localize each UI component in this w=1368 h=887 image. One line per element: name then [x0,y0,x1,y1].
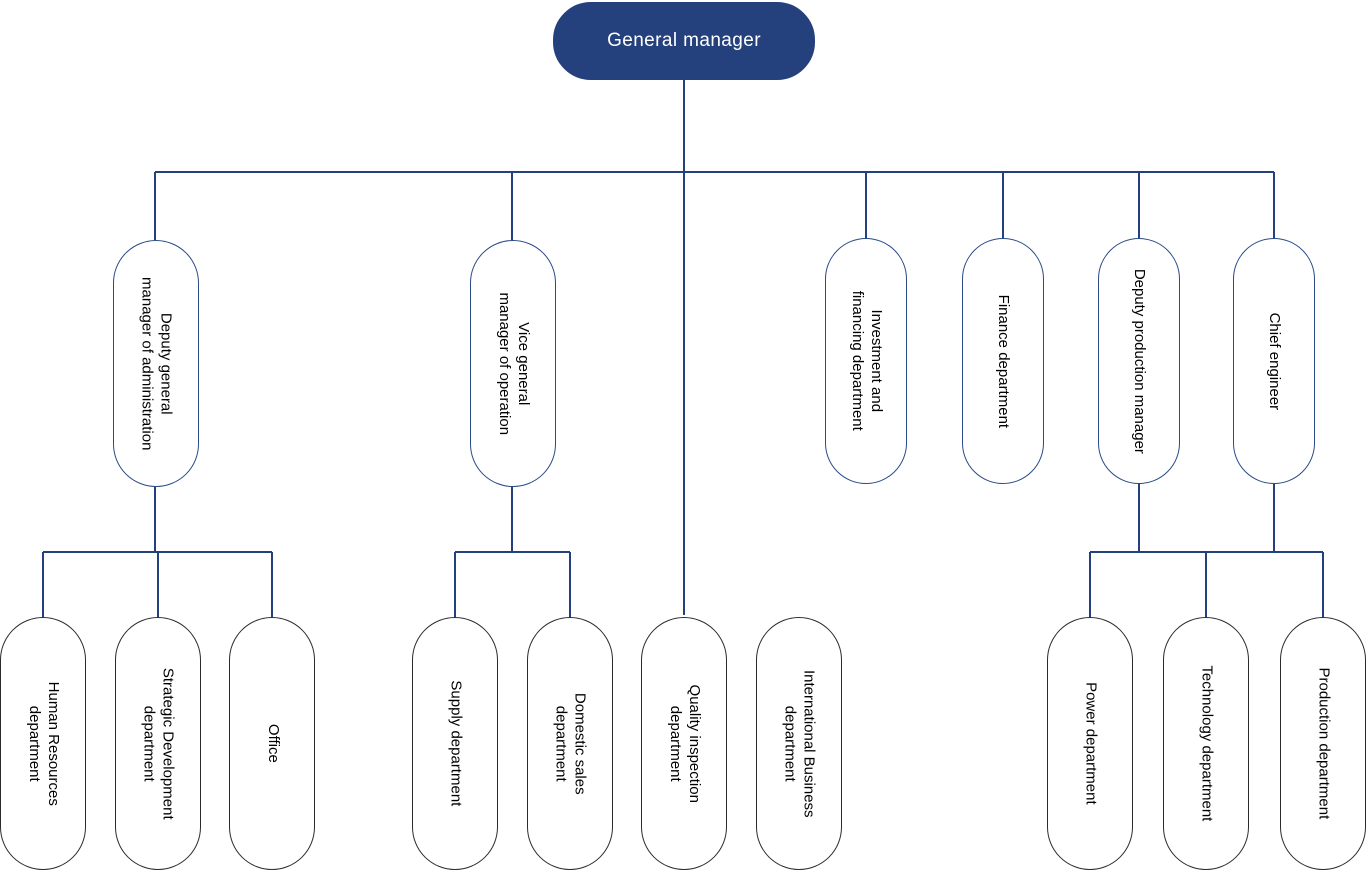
node-label: Technology department [1198,665,1216,822]
node-label: Deputy general manager of administration [139,276,175,451]
node-finance-department[interactable]: Finance department [962,238,1044,484]
node-deputy-general-manager-administration[interactable]: Deputy general manager of administration [113,240,199,487]
node-power-department[interactable]: Power department [1047,617,1133,870]
node-strategic-development-department[interactable]: Strategic Development department [115,617,201,870]
node-vice-general-manager-operation[interactable]: Vice general manager of operation [470,240,556,487]
node-label: General manager [607,30,761,51]
node-international-business-department[interactable]: International Business department [756,617,842,870]
node-technology-department[interactable]: Technology department [1163,617,1249,870]
node-label: Power department [1082,682,1100,805]
node-domestic-sales-department[interactable]: Domestic sales department [527,617,613,870]
node-label: Vice general manager of operation [496,292,532,435]
node-label: Supply department [447,680,465,807]
node-label: Investment and financing department [849,290,885,432]
node-label: International Business department [782,669,818,818]
node-label: Office [264,724,282,763]
node-label: Strategic Development department [141,667,177,820]
node-general-manager[interactable]: General manager [553,2,815,80]
node-quality-inspection-department[interactable]: Quality inspection department [641,617,727,870]
node-label: Production department [1315,667,1333,820]
node-human-resources-department[interactable]: Human Resources department [0,617,86,870]
node-deputy-production-manager[interactable]: Deputy production manager [1098,238,1180,484]
node-production-department[interactable]: Production department [1280,617,1366,870]
node-investment-financing-department[interactable]: Investment and financing department [825,238,907,484]
node-label: Chief engineer [1266,312,1284,410]
node-label: Finance department [995,294,1013,428]
node-chief-engineer[interactable]: Chief engineer [1233,238,1315,484]
node-label: Deputy production manager [1131,268,1149,454]
node-office[interactable]: Office [229,617,315,870]
node-supply-department[interactable]: Supply department [412,617,498,870]
node-label: Human Resources department [26,681,62,806]
node-label: Quality inspection department [667,684,703,803]
node-label: Domestic sales department [553,692,589,795]
